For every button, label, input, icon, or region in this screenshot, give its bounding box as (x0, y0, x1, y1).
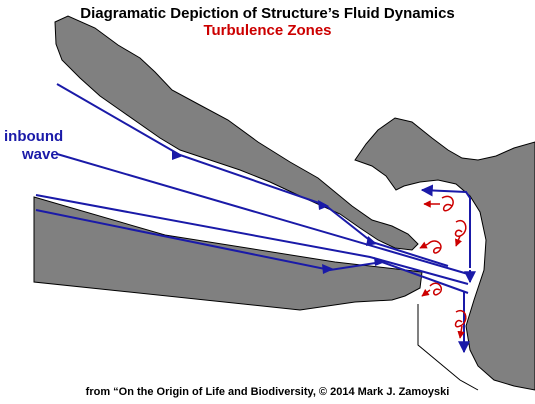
flow-arrowhead (374, 257, 385, 266)
deflection-arrow-top-left (420, 184, 471, 199)
cavity-outline (417, 304, 479, 391)
inbound-wave-label: inbound wave (4, 128, 63, 164)
turbulence-swirl-3 (419, 240, 442, 254)
flow-line-middle (56, 153, 469, 275)
diagram-title: Diagramatic Depiction of Structure’s Flu… (80, 5, 455, 22)
source-caption: from “On the Origin of Life and Biodiver… (85, 386, 450, 398)
turbulence-swirl-4 (421, 282, 442, 297)
flow-line-lower (35, 194, 469, 285)
upper-rock-overhang (54, 15, 419, 251)
turbulence-swirl-1 (423, 195, 454, 212)
flow-arrowhead (172, 150, 183, 160)
inbound-label-line1: inbound (4, 128, 64, 145)
flow-arrowhead (366, 236, 377, 246)
flow-arrowhead (322, 264, 334, 274)
inbound-label-line2: wave (22, 146, 59, 163)
diagram-subtitle: Turbulence Zones (203, 22, 332, 39)
turbulence-swirl-2 (454, 219, 467, 247)
right-cliff (354, 117, 535, 391)
turbulence-swirl-5 (454, 309, 467, 339)
flow-line-bottom (35, 209, 469, 294)
flow-arrowhead (318, 200, 329, 210)
lower-ledge (33, 196, 423, 311)
